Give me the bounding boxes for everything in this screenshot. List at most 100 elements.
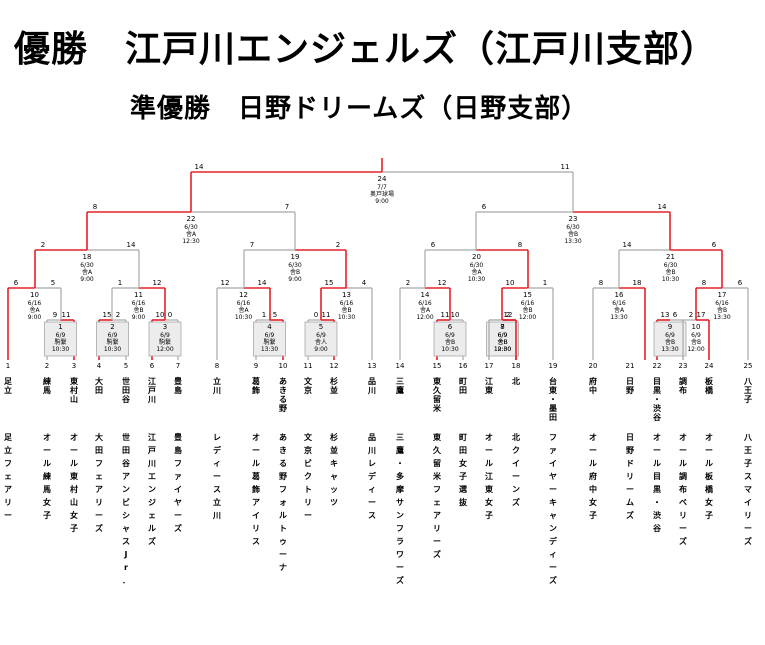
match-venue: 舎B: [290, 269, 300, 276]
team-branch: 北: [512, 376, 520, 386]
match-score-left: 14: [195, 163, 204, 171]
match-score-right: 12: [504, 311, 513, 319]
match-score-right: 14: [658, 203, 667, 211]
match-score-right: 2: [336, 241, 340, 249]
match-score-left: 14: [623, 241, 632, 249]
match-time: 9:00: [132, 314, 146, 321]
team-branch: 目黒・渋谷: [652, 377, 662, 422]
team-name: オール江東女子: [485, 433, 493, 520]
match-score-left: 15: [103, 311, 112, 319]
match-date: 6/9: [108, 332, 118, 339]
match-number: 10: [30, 291, 39, 299]
match-time: 12:00: [519, 314, 536, 321]
match-venue: 舎B: [568, 231, 578, 238]
team-branch: 練馬: [43, 376, 51, 395]
team-name: 三鷹・多摩サンフラワーズ: [395, 433, 404, 585]
match-venue: 舎B: [522, 307, 532, 314]
match-venue: 駒繋: [54, 338, 66, 346]
team-number: 18: [512, 362, 521, 370]
team-branch: 板橋: [705, 376, 714, 395]
match-number: 14: [421, 291, 430, 299]
team-number: 23: [679, 362, 688, 370]
match-date: 6/16: [340, 300, 354, 307]
match-venue: 舎B: [691, 339, 701, 346]
match-number: 19: [291, 253, 300, 261]
team-name: 江戸川エンジェルズ: [147, 432, 156, 546]
match-score-right: 0: [168, 311, 172, 319]
match-date: 6/9: [56, 332, 66, 339]
match-venue: 舎B: [341, 307, 351, 314]
match-venue: 舎A: [238, 307, 249, 314]
team-name: 文京ビクトリー: [304, 432, 313, 520]
match-score-left: 15: [325, 279, 334, 287]
match-time: 9:00: [314, 346, 328, 353]
match-date: 6/16: [28, 300, 42, 307]
match-time: 12:00: [416, 314, 433, 321]
match-venue: 舎人: [315, 339, 327, 346]
team-number: 13: [368, 362, 377, 370]
match-date: 6/30: [80, 262, 94, 269]
match-score-left: 11: [441, 311, 450, 319]
match-venue: 舎B: [445, 339, 455, 346]
match-date: 6/9: [498, 332, 508, 339]
match-score-left: 8: [599, 279, 603, 287]
match-score-right: 10: [451, 311, 460, 319]
match-date: 6/9: [498, 332, 508, 339]
match-venue: 舎A: [29, 307, 40, 314]
match-number: 5: [319, 323, 323, 331]
match-venue: 舎A: [186, 231, 197, 238]
match-number: 22: [187, 215, 196, 223]
team-number: 11: [304, 362, 313, 370]
match-venue: 舎B: [665, 269, 675, 276]
match-date: 6/30: [184, 224, 198, 231]
match-time: 9:00: [375, 198, 389, 205]
match-time: 9:00: [28, 314, 42, 321]
match-score-right: 18: [633, 279, 642, 287]
match-number: 17: [718, 291, 727, 299]
team-number: 20: [589, 362, 598, 370]
match-score-right: 12: [153, 279, 162, 287]
match-info-box: [486, 321, 519, 357]
match-time: 10:30: [52, 346, 69, 353]
champion-title: 優勝 江戸川エンジェルズ（江戸川支部）: [14, 29, 718, 70]
match-number: 6: [448, 323, 453, 331]
team-number: 10: [279, 362, 288, 370]
team-branch: 立川: [212, 376, 221, 395]
match-time: 9:00: [80, 276, 94, 283]
match-score-left: 6: [431, 241, 436, 249]
match-score-right: 8: [518, 241, 522, 249]
match-score-right: 5: [51, 279, 55, 287]
match-score-left: 8: [702, 279, 706, 287]
team-number: 4: [97, 362, 102, 370]
match-score-right: 6: [712, 241, 717, 249]
match-venue: 舎B: [717, 307, 727, 314]
team-name: オール府中女子: [589, 433, 597, 520]
match-info-box: [148, 321, 182, 357]
match-date: 6/16: [521, 300, 535, 307]
team-name: ファイヤーキャンディーズ: [549, 433, 558, 585]
team-number: 15: [433, 362, 442, 370]
match-info-box: [96, 321, 129, 357]
match-time: 10:30: [104, 346, 121, 353]
team-branch: 台東・墨田: [549, 376, 557, 422]
team-branch: 三鷹: [396, 377, 404, 395]
team-branch: 世田谷: [121, 376, 131, 404]
match-date: 6/16: [237, 300, 251, 307]
team-number: 24: [705, 362, 714, 370]
match-info-box: [304, 321, 338, 357]
match-score-left: 10: [156, 311, 165, 319]
match-date: 6/9: [665, 332, 675, 339]
match-time: 12:00: [156, 346, 173, 353]
match-info-box: [653, 321, 687, 357]
team-number: 8: [215, 362, 219, 370]
match-score-left: 8: [93, 203, 97, 211]
match-venue: 舎A: [471, 269, 482, 276]
match-score-left: 13: [661, 311, 670, 319]
match-date: 6/16: [612, 300, 626, 307]
team-branch: 大田: [95, 376, 103, 395]
match-venue: 駒繋: [263, 338, 275, 346]
match-venue: 奥戸球場: [370, 190, 394, 198]
team-name: オール板橋女子: [705, 433, 714, 520]
team-name: 北クイーンズ: [512, 432, 520, 507]
